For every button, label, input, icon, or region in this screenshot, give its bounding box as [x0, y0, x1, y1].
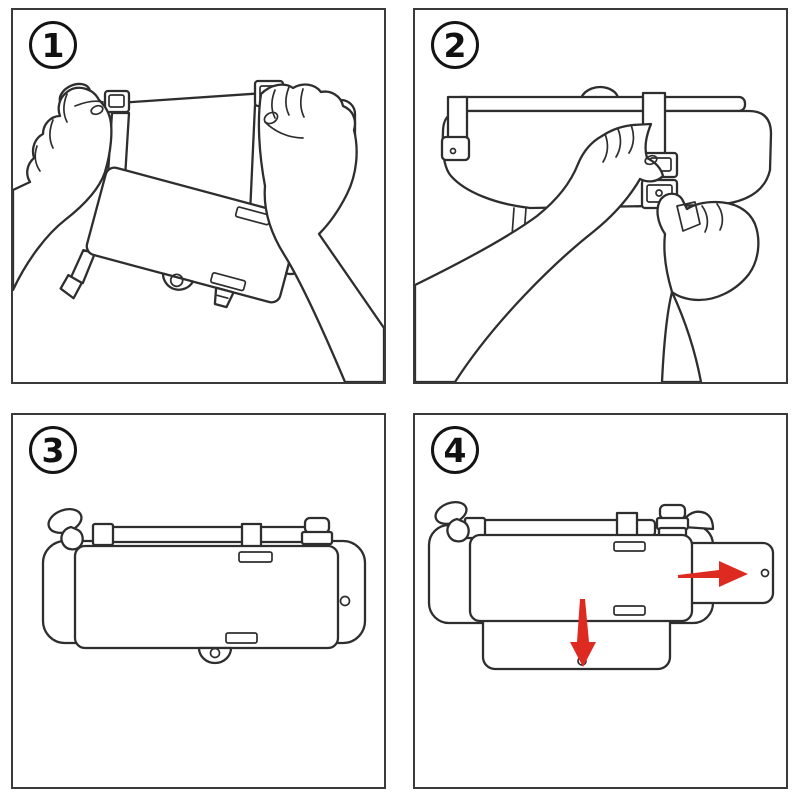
step-2-illustration [415, 85, 773, 382]
right-thumb-line [264, 121, 304, 139]
organizer-panel [59, 166, 308, 309]
right-extension-hole [760, 568, 770, 578]
arrow-down-icon [570, 599, 596, 667]
organizer-board [73, 544, 340, 650]
bottom-slot [209, 272, 247, 292]
left-strap-buckle [440, 135, 471, 162]
right-finger-line [285, 86, 290, 116]
tab-detail [216, 294, 229, 300]
left-buckle-detail [108, 94, 125, 108]
strap-hook [59, 273, 83, 300]
finger-line [628, 124, 635, 154]
thumbnail [644, 154, 658, 166]
bottom-snap-tab [197, 646, 233, 665]
left-thumb-line [74, 100, 104, 107]
bent-finger [676, 201, 701, 232]
snap-clip-hole [655, 189, 663, 197]
left-finger-line [34, 145, 41, 172]
pivot-hook [446, 517, 470, 543]
reaching-hand [415, 122, 665, 382]
arrow-right-icon [678, 561, 748, 587]
knuckle-line [701, 205, 709, 233]
finger-line [602, 133, 609, 163]
step-3-panel: 3 [11, 413, 386, 789]
visor-rod [97, 525, 317, 544]
step-4-panel: 4 [413, 413, 788, 789]
visor-snap-hole [339, 595, 351, 607]
top-slot [238, 551, 273, 563]
visor-rod [453, 95, 747, 113]
left-buckle-hole [449, 147, 457, 155]
holding-hand [656, 192, 760, 382]
visor-mount-hump [579, 85, 620, 100]
top-slot [613, 541, 646, 552]
knuckle-line [716, 203, 724, 231]
step-4-illustration [427, 500, 775, 671]
right-finger-line [271, 89, 276, 119]
step-3-illustration [41, 507, 367, 665]
right-finger-line [300, 88, 305, 118]
step-4-number-badge: 4 [431, 426, 479, 474]
right-hand [257, 83, 384, 382]
left-thumbnail [90, 104, 104, 116]
step-3-number-badge: 3 [29, 426, 77, 474]
bottom-slot [225, 632, 258, 644]
left-hand [13, 86, 113, 292]
bottom-snap-hole [169, 273, 184, 288]
left-finger-line [49, 119, 54, 149]
left-strap-on-rod [91, 522, 115, 547]
pivot-hook [60, 525, 84, 551]
elastic-cord [116, 91, 267, 105]
step-1-illustration [13, 79, 384, 382]
step-2-number-badge: 2 [431, 21, 479, 69]
finger-line [615, 128, 622, 158]
bottom-snap-hole [209, 647, 221, 659]
clip-base [300, 530, 334, 546]
right-thumbnail [263, 111, 279, 125]
step-1-panel: 1 [11, 8, 386, 384]
bottom-slot [613, 605, 646, 616]
step-1-number-badge: 1 [29, 21, 77, 69]
bottom-clip-tab [213, 286, 235, 309]
clip-cap [303, 516, 331, 535]
step-2-panel: 2 [413, 8, 788, 384]
left-finger-line [63, 93, 68, 123]
